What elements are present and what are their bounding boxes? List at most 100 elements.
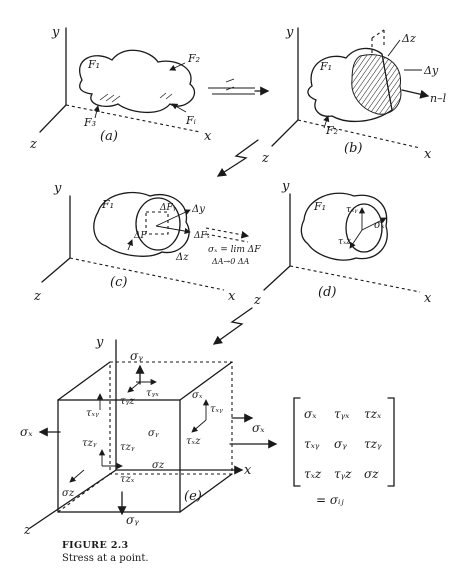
panel-a-z-label: z xyxy=(29,137,37,152)
panel-d-sx-arrow xyxy=(361,217,387,231)
cube-sz-front-label: σz xyxy=(62,488,75,499)
panel-a-shading xyxy=(99,92,173,103)
panel-a-z-axis xyxy=(39,104,67,133)
cube-back-face xyxy=(109,361,233,475)
panel-c: y z x F₁ Δy ΔFᵧ ΔFₓ ΔF Δz (c) xyxy=(33,181,236,304)
panel-a-body xyxy=(79,49,196,113)
matrix-right-bracket xyxy=(387,397,395,487)
panel-b: y z x F₁ F₂ Δz Δy n–l (b) xyxy=(261,25,447,166)
matrix-cell-r1c1: σₓ xyxy=(304,407,317,421)
panel-c-y-label: y xyxy=(53,181,62,196)
panel-b-dz-label: Δz xyxy=(401,32,416,45)
panel-d-label: (d) xyxy=(318,285,336,300)
cube-edge-bottom-left xyxy=(57,473,111,513)
panel-e: y x z σᵧ σᵧ σₓ σₓ τᵧₓ τᵧz τₓᵧ σₓ τₓᵧ τₓz… xyxy=(20,335,265,538)
panel-c-f1-label: F₁ xyxy=(101,198,114,211)
panel-c-dz-label: Δz xyxy=(175,252,189,263)
panel-b-body xyxy=(307,47,393,123)
cube-edge-top-right xyxy=(179,361,233,401)
figure-caption-text: Stress at a point. xyxy=(62,553,149,564)
panel-d: y z x F₁ σₓ τₓᵧ τₓz (d) xyxy=(253,179,432,308)
panel-c-label: (c) xyxy=(110,275,127,290)
panel-a-f1-label: F₁ xyxy=(87,58,100,71)
panel-b-element-box xyxy=(371,29,385,54)
panel-a-f3-arrow xyxy=(93,105,100,119)
arrow-b-to-c xyxy=(216,139,259,177)
cube-tzy-label: τzᵧ xyxy=(82,438,97,449)
cube-sy-bottom-label: σᵧ xyxy=(126,513,139,527)
panel-d-section xyxy=(345,203,383,253)
panel-a-fi-label: Fᵢ xyxy=(185,114,196,127)
cube-tyz-arrow xyxy=(127,381,141,393)
cube-tzy-center-label: τzᵧ xyxy=(120,442,135,453)
panel-a-fi-arrow xyxy=(171,103,187,113)
cube-sz-front-arrow xyxy=(69,469,85,483)
cube-sy-top-label: σᵧ xyxy=(130,349,143,363)
matrix-cell-r3c3: σz xyxy=(364,467,379,481)
panel-b-cut-face xyxy=(351,54,402,115)
limit-formula-top: σₓ = lim ΔF xyxy=(208,245,261,255)
matrix-cell-r1c3: τzₓ xyxy=(364,407,382,421)
panel-d-body xyxy=(300,192,388,261)
panel-b-dz-leader xyxy=(387,39,401,57)
panel-d-x-axis xyxy=(289,265,421,293)
panel-e-z-axis xyxy=(29,469,117,529)
panel-a-x-label: x xyxy=(204,129,212,144)
panel-b-dy-label: Δy xyxy=(423,64,439,77)
panel-c-dfy-label: ΔFᵧ xyxy=(159,203,177,213)
figure-number: FIGURE 2.3 xyxy=(62,540,129,551)
panel-d-txy-label: τₓᵧ xyxy=(346,205,358,215)
panel-a-f3-label: F₃ xyxy=(83,116,96,129)
cube-tyz-label: τᵧz xyxy=(120,396,135,407)
stress-at-a-point-figure: y z x F₁ F₂ F₃ Fᵢ (a) y z x F₁ F₂ Δz Δy … xyxy=(20,25,447,538)
panel-d-txz-label: τₓz xyxy=(338,237,351,247)
arrow-a-to-b xyxy=(208,78,270,96)
matrix-cell-r3c2: τᵧz xyxy=(334,467,352,481)
panel-d-txz-arrow xyxy=(349,229,363,249)
panel-c-f1-arrow xyxy=(127,239,133,251)
matrix-cell-r3c1: τₓz xyxy=(304,467,322,481)
panel-b-f2-label: F₂ xyxy=(325,124,338,137)
matrix-left-bracket xyxy=(293,397,301,487)
cube-sx-right-label: σₓ xyxy=(252,421,265,435)
panel-c-element xyxy=(145,211,169,235)
panel-c-section xyxy=(135,197,181,251)
panel-b-z-axis xyxy=(271,119,299,147)
limit-formula-bottom: ΔA→0 ΔA xyxy=(211,257,250,266)
figure-caption: FIGURE 2.3 Stress at a point. xyxy=(62,540,149,565)
panel-d-x-label: x xyxy=(424,291,432,306)
panel-a-x-axis xyxy=(65,104,201,133)
panel-c-df-label: ΔF xyxy=(133,231,147,241)
panel-c-dfy-arrow xyxy=(155,209,191,227)
panel-b-f1-label: F₁ xyxy=(319,60,332,73)
panel-c-body xyxy=(93,191,190,257)
panel-d-z-label: z xyxy=(253,293,261,308)
matrix-cell-r1c2: τᵧₓ xyxy=(334,407,350,421)
panel-e-label: (e) xyxy=(184,489,202,504)
panel-b-nl-label: n–l xyxy=(430,92,447,105)
stress-matrix: σₓ τᵧₓ τzₓ τₓᵧ σᵧ τzᵧ τₓz τᵧz σz = σᵢⱼ xyxy=(293,397,395,507)
cube-sx-inner-label: σₓ xyxy=(192,390,203,401)
panel-c-dy-label: Δy xyxy=(191,204,205,215)
cube-tyx-label: τᵧₓ xyxy=(146,388,159,399)
arrow-c-to-d: σₓ = lim ΔF ΔA→0 ΔA xyxy=(205,227,261,266)
arrow-d-to-e xyxy=(212,307,253,345)
panel-a: y z x F₁ F₂ F₃ Fᵢ (a) xyxy=(29,25,212,152)
panel-a-y-label: y xyxy=(51,25,60,40)
cube-tzx-label: τzₓ xyxy=(120,474,135,485)
panel-c-dfx-label: ΔFₓ xyxy=(193,231,211,241)
cube-sy-center-label: σᵧ xyxy=(148,428,159,439)
panel-d-sx-label: σₓ xyxy=(374,220,385,231)
panel-e-z-label: z xyxy=(23,523,31,538)
panel-e-x-label: x xyxy=(244,463,252,478)
panel-a-f2-label: F₂ xyxy=(187,52,200,65)
cube-front-face xyxy=(57,399,181,513)
cube-sx-left-label: σₓ xyxy=(20,425,33,439)
panel-d-f1-label: F₁ xyxy=(313,200,326,213)
cube-edge-bottom-right xyxy=(179,473,233,513)
matrix-cell-r2c2: σᵧ xyxy=(334,437,347,451)
cube-txz-right-label: τₓz xyxy=(186,436,201,447)
cube-sz-mid-label: σz xyxy=(152,460,165,471)
matrix-equals-sigma-ij: = σᵢⱼ xyxy=(316,493,344,507)
panel-c-z-label: z xyxy=(33,289,41,304)
